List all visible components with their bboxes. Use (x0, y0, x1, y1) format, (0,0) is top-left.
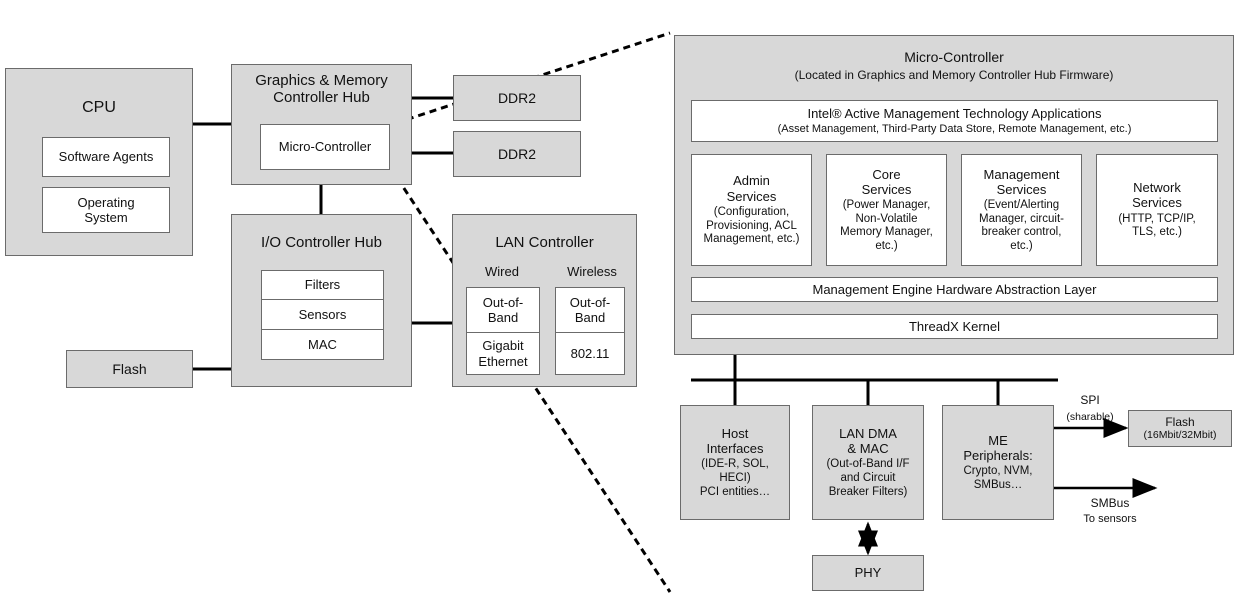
ddr2-bottom-label: DDR2 (497, 145, 537, 162)
wired-oob-cell: Out-of- Band (467, 288, 539, 333)
management-services-detail: (Event/Alerting Manager, circuit- breake… (978, 199, 1064, 252)
me-peripherals-box: ME Peripherals: Crypto, NVM, SMBus… (942, 405, 1054, 520)
sensors-label: Sensors (298, 306, 347, 322)
spi-label: SPI (1080, 393, 1100, 407)
wired-column: Out-of- Band Gigabit Ethernet (466, 287, 540, 375)
gmch-micro-controller-box: Micro-Controller (260, 124, 390, 170)
micro-controller-subtitle: (Located in Graphics and Memory Controll… (794, 68, 1114, 82)
me-peripherals-title: ME Peripherals: (963, 432, 1033, 463)
wireless-column: Out-of- Band 802.11 (555, 287, 625, 375)
sensors-box: Sensors (261, 299, 384, 330)
admin-services-detail: (Configuration, Provisioning, ACL Manage… (703, 205, 800, 246)
lan-wired-label: Wired (485, 264, 519, 279)
admin-services-title: Admin Services (726, 173, 777, 204)
lan-dma-mac-box: LAN DMA & MAC (Out-of-Band I/F and Circu… (812, 405, 924, 520)
software-agents-label: Software Agents (58, 149, 154, 165)
me-peripherals-detail: Crypto, NVM, SMBus… (963, 465, 1033, 491)
admin-services-box: Admin Services (Configuration, Provision… (691, 154, 812, 266)
gmch-micro-controller-label: Micro-Controller (278, 139, 372, 155)
cpu-title: CPU (82, 99, 116, 116)
host-interfaces-box: Host Interfaces (IDE-R, SOL, HECI) PCI e… (680, 405, 790, 520)
lan-controller-title: LAN Controller (495, 234, 594, 251)
core-services-detail: (Power Manager, Non-Volatile Memory Mana… (840, 199, 933, 252)
wireless-oob-cell: Out-of- Band (556, 288, 624, 333)
micro-controller-detail-block: Micro-Controller (Located in Graphics an… (674, 35, 1234, 355)
phy-box: PHY (812, 555, 924, 591)
ddr2-top-box: DDR2 (453, 75, 581, 121)
zoom-line-bottom (382, 157, 672, 593)
mac-label: MAC (308, 336, 337, 352)
host-interfaces-detail: (IDE-R, SOL, HECI) PCI entities… (699, 458, 771, 498)
amt-applications-detail: (Asset Management, Third-Party Data Stor… (777, 123, 1132, 136)
ddr2-top-label: DDR2 (497, 89, 537, 106)
wired-gbe-cell: Gigabit Ethernet (467, 333, 539, 374)
lan-dma-mac-title: LAN DMA & MAC (839, 425, 897, 457)
hal-label: Management Engine Hardware Abstraction L… (812, 281, 1097, 297)
flash-left-box: Flash (66, 350, 193, 388)
software-agents-box: Software Agents (42, 137, 170, 177)
filters-box: Filters (261, 270, 384, 300)
lan-controller-block: LAN Controller Wired Wireless Out-of- Ba… (452, 214, 637, 387)
network-services-box: Network Services (HTTP, TCP/IP, TLS, etc… (1096, 154, 1218, 266)
smbus-label: SMBus (1090, 496, 1130, 510)
gmch-block: Graphics & Memory Controller Hub Micro-C… (231, 64, 412, 185)
phy-label: PHY (854, 565, 882, 581)
wireless-80211-label: 802.11 (570, 345, 610, 361)
wireless-oob-label: Out-of- Band (569, 294, 611, 325)
wireless-80211-cell: 802.11 (556, 333, 624, 374)
flash-right-box: Flash (16Mbit/32Mbit) (1128, 410, 1232, 447)
wired-gbe-label: Gigabit Ethernet (478, 338, 528, 369)
amt-applications-title: Intel® Active Management Technology Appl… (807, 105, 1102, 121)
flash-right-size: (16Mbit/32Mbit) (1143, 429, 1217, 442)
threadx-kernel-box: ThreadX Kernel (691, 314, 1218, 339)
network-services-title: Network Services (1132, 180, 1182, 211)
flash-right-title: Flash (1165, 415, 1195, 430)
host-interfaces-title: Host Interfaces (706, 425, 764, 457)
wired-oob-label: Out-of- Band (482, 294, 524, 325)
ddr2-bottom-box: DDR2 (453, 131, 581, 177)
network-services-detail: (HTTP, TCP/IP, TLS, etc.) (1118, 212, 1196, 239)
hal-box: Management Engine Hardware Abstraction L… (691, 277, 1218, 302)
amt-applications-box: Intel® Active Management Technology Appl… (691, 100, 1218, 142)
ich-block: I/O Controller Hub Filters Sensors MAC (231, 214, 412, 387)
management-services-box: Management Services (Event/Alerting Mana… (961, 154, 1082, 266)
threadx-kernel-label: ThreadX Kernel (908, 318, 1001, 334)
gmch-title: Graphics & Memory Controller Hub (255, 72, 388, 107)
mac-box: MAC (261, 329, 384, 360)
core-services-title: Core Services (861, 166, 912, 197)
lan-wireless-label: Wireless (567, 264, 617, 279)
spi-sharable-label: (sharable) (1066, 411, 1114, 423)
flash-left-label: Flash (112, 360, 147, 377)
operating-system-box: Operating System (42, 187, 170, 233)
smbus-to-sensors-label: To sensors (1083, 513, 1137, 525)
lan-dma-mac-detail: (Out-of-Band I/F and Circuit Breaker Fil… (826, 458, 910, 498)
core-services-box: Core Services (Power Manager, Non-Volati… (826, 154, 947, 266)
operating-system-label: Operating System (77, 194, 135, 225)
ich-title: I/O Controller Hub (261, 234, 382, 251)
cpu-block: CPU Software Agents Operating System (5, 68, 193, 256)
filters-label: Filters (304, 277, 341, 293)
management-services-title: Management Services (983, 166, 1060, 197)
micro-controller-title: Micro-Controller (904, 49, 1004, 65)
